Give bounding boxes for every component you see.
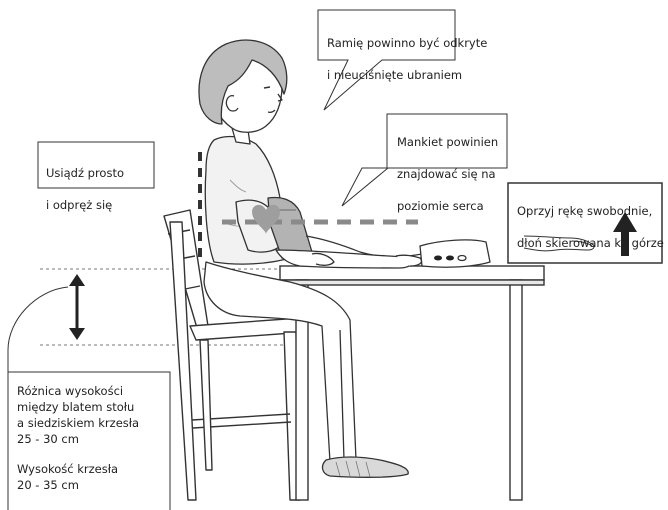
hand-note-line-1: Oprzyj rękę swobodnie,: [517, 203, 664, 219]
height-note-line-2: między blatem stołu: [17, 399, 139, 415]
blood-pressure-monitor: [420, 240, 490, 267]
cuff-note-line-2: znajdować się na: [397, 166, 498, 182]
cuff-note-line-3: poziomie serca: [397, 198, 498, 214]
seated-woman: [199, 40, 422, 477]
height-difference-arrow: [69, 274, 85, 340]
sit-note-line-2: i odpręż się: [46, 197, 124, 213]
cuff-note-line-1: Mankiet powinien: [397, 134, 498, 150]
height-bracket-curve: [8, 287, 68, 372]
height-note-line-1: Różnica wysokości: [17, 383, 139, 399]
hand-note-line-2: dłoń skierowana ku górze: [517, 235, 664, 251]
height-note-line-4: 25 - 30 cm: [17, 431, 139, 447]
arm-note-line-1: Ramię powinno być odkryte: [327, 35, 487, 51]
height-note-line-6: 20 - 35 cm: [17, 477, 139, 493]
arm-note: Ramię powinno być odkryte i nieuciśnięte…: [327, 19, 487, 99]
arm-note-line-2: i nieuciśnięte ubraniem: [327, 67, 487, 83]
height-note-line-5: Wysokość krzesła: [17, 461, 139, 477]
height-note-line-3: a siedziskiem krzesła: [17, 415, 139, 431]
sit-note: Usiądź prosto i odpręż się: [46, 149, 124, 229]
height-note: Różnica wysokości między blatem stołu a …: [17, 383, 139, 493]
hand-note: Oprzyj rękę swobodnie, dłoń skierowana k…: [517, 187, 664, 267]
cuff-note: Mankiet powinien znajdować się na poziom…: [397, 118, 498, 230]
sit-note-line-1: Usiądź prosto: [46, 165, 124, 181]
